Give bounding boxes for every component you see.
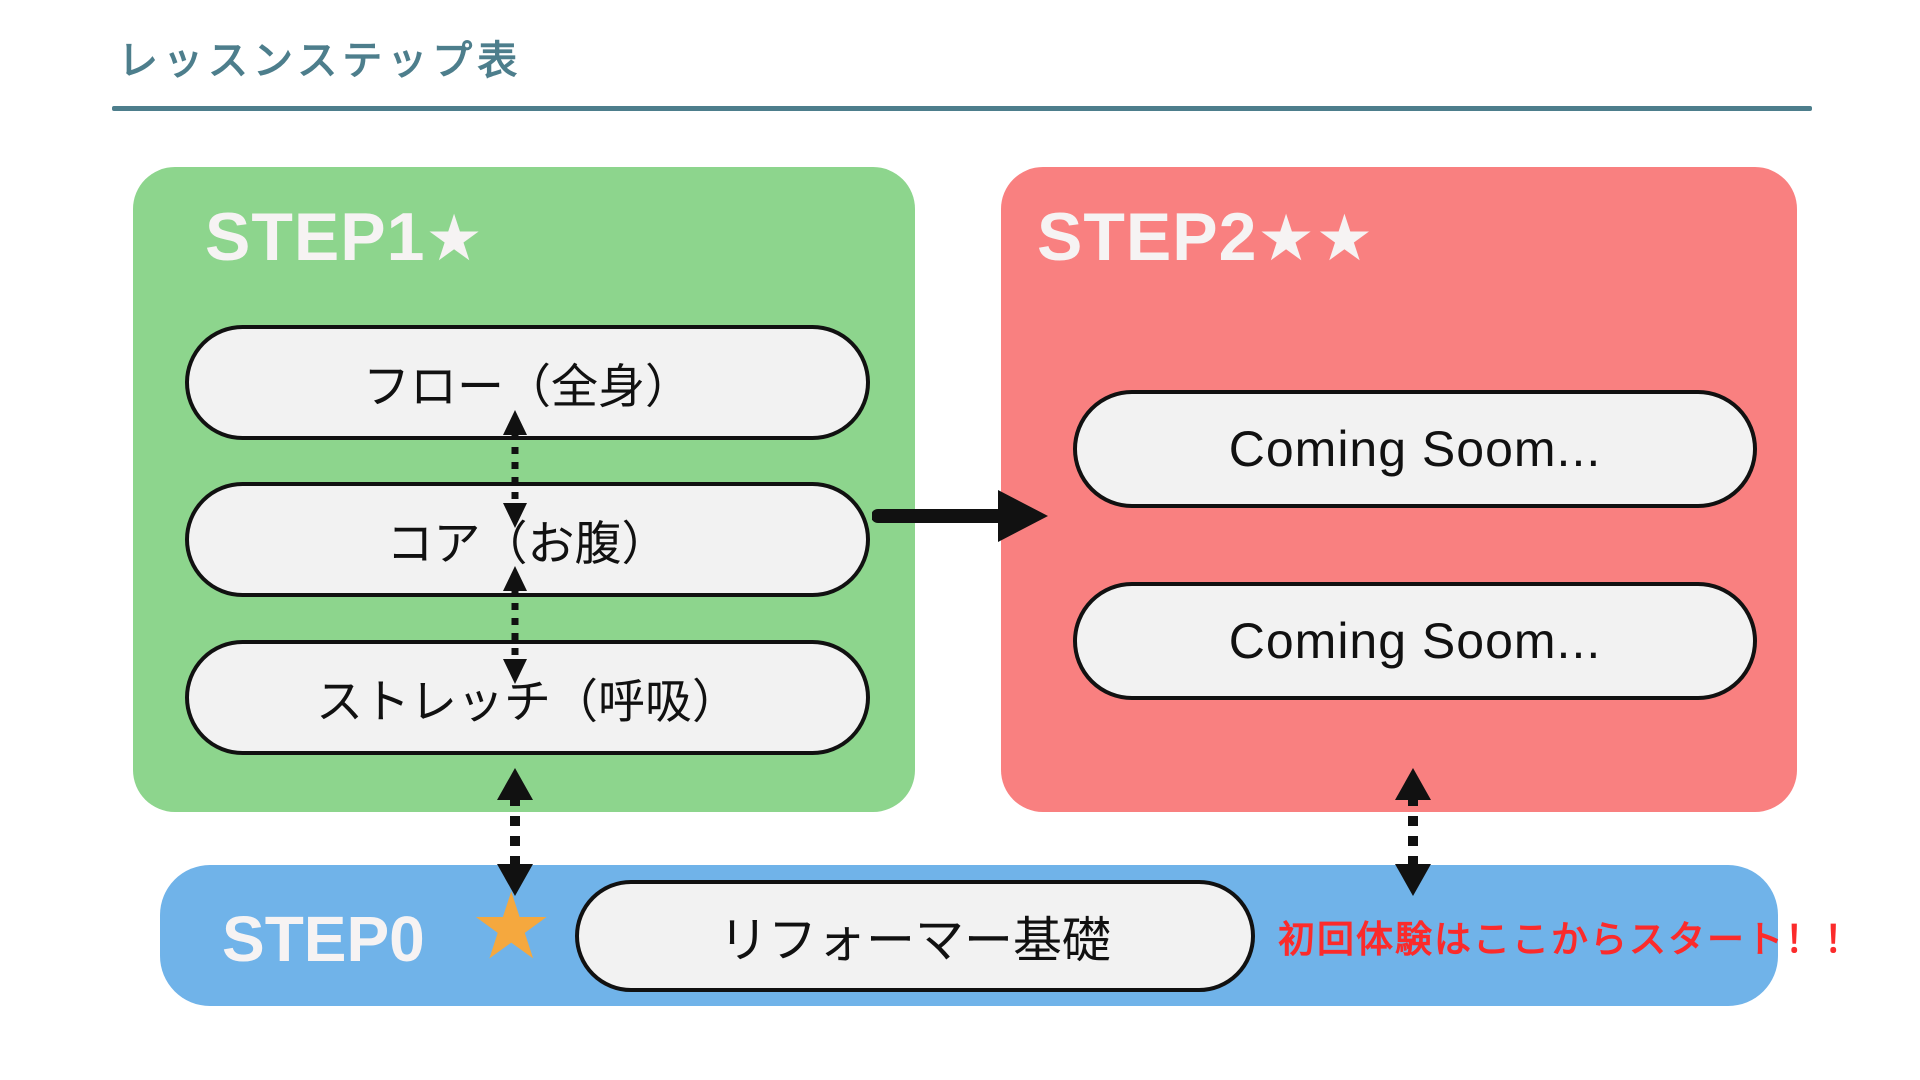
step2-label: STEP2 [1037,199,1258,275]
title-underline [112,106,1812,111]
first-trial-note: 初回体験はここからスタート！！ [1278,918,1863,960]
step1-heading: STEP1★ [205,203,484,271]
page-title: レッスンステップ表 [118,39,523,83]
star-icon: ★ [425,202,484,274]
lesson-pill-stretch: ストレッチ（呼吸） [185,640,870,755]
pill-label: リフォーマー基礎 [718,913,1111,968]
step0-label: STEP0 [222,903,425,975]
dotted-double-arrow-icon [1395,768,1431,896]
lesson-pill-flow: フロー（全身） [185,325,870,440]
pill-label: コア（お腹） [386,517,669,570]
step0-bar: STEP0 ★ リフォーマー基礎 初回体験はここからスタート！！ [160,865,1863,1006]
step1-box: STEP1★ フロー（全身） コア（お腹） ストレッチ（呼吸） [133,167,915,812]
lesson-pill-reformer-basic: リフォーマー基礎 [575,880,1255,992]
lesson-pill-coming-soon-1: Coming Soom... [1073,390,1757,508]
lesson-pill-core: コア（お腹） [185,482,870,597]
step2-heading: STEP2★★ [1037,203,1374,271]
star-icon: ★★ [1257,202,1375,274]
pill-label: Coming Soom... [1228,613,1602,669]
dotted-double-arrow-icon [503,566,527,684]
step1-label: STEP1 [205,199,426,275]
dotted-double-arrow-icon [503,410,527,528]
arrow-right-icon [872,490,1048,542]
dotted-double-arrow-icon [497,768,533,896]
star-icon: ★ [470,876,553,978]
lesson-pill-coming-soon-2: Coming Soom... [1073,582,1757,700]
pill-label: フロー（全身） [363,360,692,413]
step2-box: STEP2★★ Coming Soom... Coming Soom... [1001,167,1797,812]
pill-label: Coming Soom... [1228,421,1602,477]
pill-label: ストレッチ（呼吸） [316,675,739,728]
